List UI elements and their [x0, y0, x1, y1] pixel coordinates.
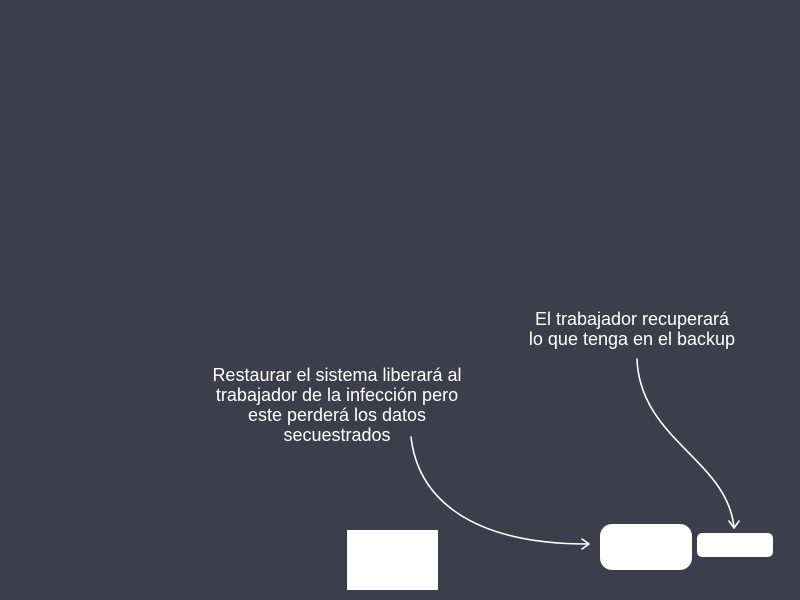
- annotation-restore-line-3: este perderá los datos: [247, 405, 427, 425]
- arrow-restore-head: [581, 538, 590, 550]
- placeholder-box-right: [697, 533, 773, 557]
- arrow-backup-head: [728, 520, 740, 529]
- annotation-restore-line-4: secuestrados: [283, 425, 391, 445]
- annotation-restore-line-1: Restaurar el sistema liberará al: [212, 365, 462, 385]
- arrow-restore: [410, 436, 589, 545]
- placeholder-box-center: [600, 524, 692, 570]
- arrow-backup: [636, 358, 735, 529]
- placeholder-box-left: [347, 530, 438, 590]
- annotation-backup-line-1: El trabajador recuperará: [534, 309, 730, 329]
- annotation-restore: Restaurar el sistema liberará al trabaja…: [186, 365, 488, 445]
- annotation-backup: El trabajador recuperará lo que tenga en…: [500, 309, 764, 349]
- annotation-backup-line-2: lo que tenga en el backup: [528, 329, 736, 349]
- annotation-restore-line-2: trabajador de la infección pero: [215, 385, 459, 405]
